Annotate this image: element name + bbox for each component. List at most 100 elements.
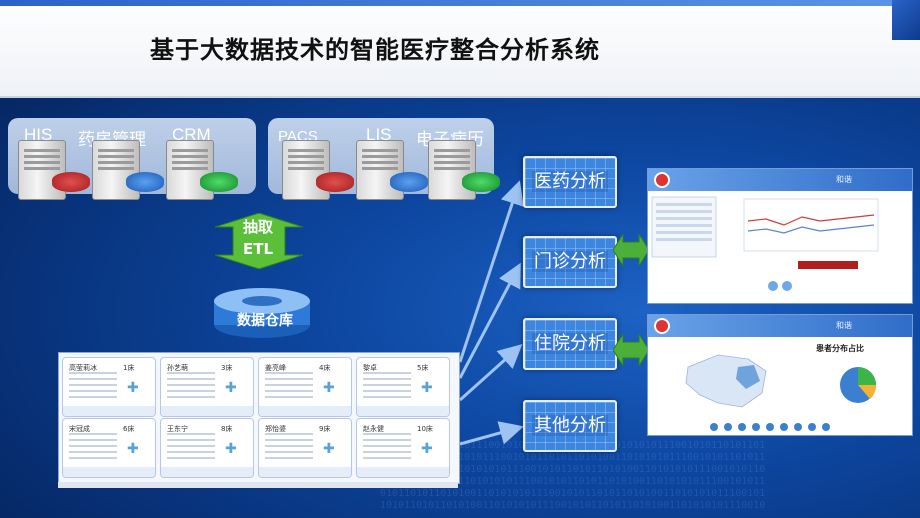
source-label-crm: CRM [172,125,211,144]
patient-info-line [167,439,215,441]
card-footer [63,467,155,477]
patient-card[interactable]: 姜亮峰 4床 ✚ [258,357,352,417]
patient-info-line [363,384,411,386]
bed-number: 5床 [417,364,429,372]
patient-name: 宋冠成 [69,425,90,433]
etl-double-arrow-icon [215,213,303,269]
database-icon [200,172,238,192]
medical-cross-icon: ✚ [323,441,335,457]
card-footer [63,406,155,416]
patient-info-line [69,390,117,392]
source-label-lis: LIS [366,125,392,144]
card-footer [161,406,253,416]
hospital-logo-icon [654,318,670,334]
card-footer [357,467,449,477]
dashboard-content [651,196,879,291]
screenshot-header: 和谐 [648,169,912,191]
patient-card[interactable]: 赵永健 10床 ✚ [356,418,450,478]
flow-arrow [458,343,523,402]
patient-info-line [167,457,215,459]
patient-info-line [363,457,411,459]
database-icon [316,172,354,192]
title-corner [892,0,920,40]
patient-info-line [167,390,215,392]
ward-status-bar [58,482,458,488]
patient-card[interactable]: 黎卓 5床 ✚ [356,357,450,417]
button-medicine-analysis[interactable]: 医药分析 [523,156,617,208]
patient-name: 郑怡婆 [265,425,286,433]
patient-info-line [265,390,313,392]
patient-name: 姜亮峰 [265,364,286,372]
database-icon [52,172,90,192]
warehouse-label: 数据仓库 [237,313,293,329]
patient-info-line [363,372,411,374]
bed-number: 1床 [123,364,135,372]
button-label: 医药分析 [532,171,608,192]
patient-info-line [265,451,313,453]
medical-cross-icon: ✚ [127,441,139,457]
button-label: 其他分析 [532,415,608,436]
bed-number: 10床 [417,425,433,433]
patient-info-line [69,439,117,441]
button-outpatient-analysis[interactable]: 门诊分析 [523,236,617,288]
patient-info-line [69,396,117,398]
button-inpatient-analysis[interactable]: 住院分析 [523,318,617,370]
button-other-analysis[interactable]: 其他分析 [523,400,617,452]
medical-cross-icon: ✚ [127,380,139,396]
page-title: 基于大数据技术的智能医疗整合分析系统 [150,36,600,64]
patient-info-line [363,433,411,435]
patient-info-line [363,390,411,392]
patient-name: 赵永健 [363,425,384,433]
bed-number: 4床 [319,364,331,372]
map-pie-content [685,354,877,431]
patient-info-line [167,372,215,374]
patient-info-line [167,396,215,398]
outpatient-dashboard-screenshot: 和谐 [647,168,913,304]
source-label-his: HIS [24,125,53,144]
patient-info-line [167,445,215,447]
green-arrow-icon [613,234,649,266]
green-arrow-icon [613,334,649,366]
medical-cross-icon: ✚ [323,380,335,396]
patient-info-line [265,384,313,386]
patient-info-line [363,396,411,398]
patient-info-line [69,378,117,380]
patient-info-line [69,433,117,435]
patient-info-line [167,433,215,435]
patient-info-line [69,372,117,374]
patient-info-line [69,384,117,386]
patient-info-line [363,439,411,441]
medical-cross-icon: ✚ [421,380,433,396]
database-icon [390,172,428,192]
medical-cross-icon: ✚ [421,441,433,457]
card-footer [259,406,351,416]
bed-number: 6床 [123,425,135,433]
patient-card[interactable]: 宋冠成 6床 ✚ [62,418,156,478]
patient-info-line [265,433,313,435]
pie-chart-title: 患者分布占比 [816,344,864,353]
patient-info-line [69,457,117,459]
data-warehouse-icon [214,288,310,338]
medical-cross-icon: ✚ [225,380,237,396]
medical-cross-icon: ✚ [225,441,237,457]
card-footer [161,467,253,477]
patient-info-line [363,378,411,380]
patient-info-line [167,451,215,453]
patient-info-line [265,372,313,374]
title-bar: 基于大数据技术的智能医疗整合分析系统 [0,0,920,98]
patient-info-line [265,457,313,459]
screenshot-header-brand: 和谐 [836,175,852,184]
patient-info-line [265,439,313,441]
patient-name: 孙艺萌 [167,364,188,372]
patient-info-line [363,451,411,453]
patient-info-line [167,378,215,380]
screenshot-header: 和谐 [648,315,912,337]
flow-arrow [458,262,521,379]
patient-info-line [265,396,313,398]
patient-name: 黎卓 [363,364,377,372]
